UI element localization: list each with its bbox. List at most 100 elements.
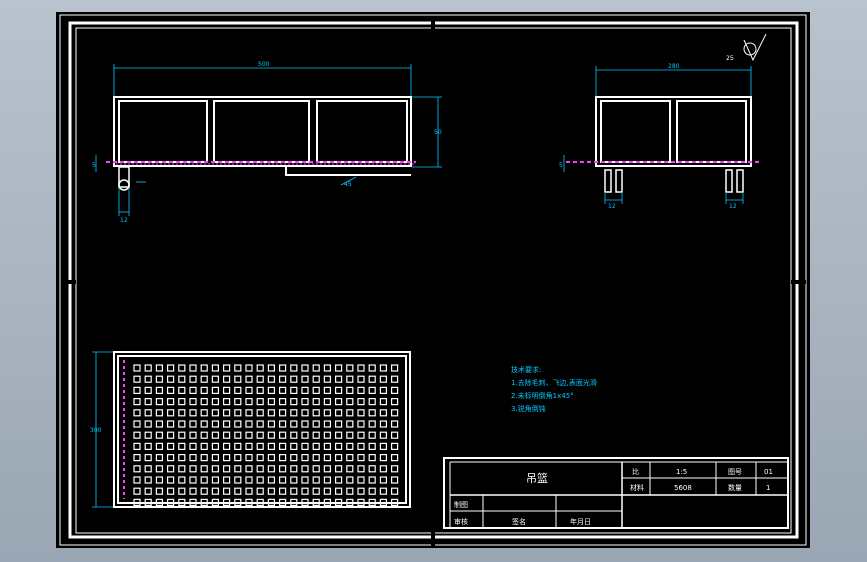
grid-hole bbox=[211, 398, 219, 406]
grid-hole bbox=[256, 398, 264, 406]
grid-hole bbox=[357, 498, 365, 506]
grid-hole bbox=[368, 375, 376, 383]
grid-hole bbox=[245, 364, 253, 372]
grid-hole bbox=[357, 487, 365, 495]
grid-hole bbox=[379, 420, 387, 428]
front-view: 500 50 5 12 45 bbox=[92, 61, 442, 224]
grid-hole bbox=[245, 465, 253, 473]
grid-hole bbox=[312, 431, 320, 439]
grid-hole bbox=[346, 487, 354, 495]
grid-hole bbox=[379, 476, 387, 484]
grid-hole bbox=[267, 465, 275, 473]
grid-hole bbox=[346, 498, 354, 506]
grid-hole bbox=[312, 364, 320, 372]
grid-hole bbox=[166, 386, 175, 394]
grid-hole bbox=[301, 454, 309, 462]
grid-hole bbox=[335, 409, 343, 417]
notes-line-1: 1.去除毛刺、飞边,表面光滑 bbox=[511, 378, 597, 387]
grid-hole bbox=[200, 375, 208, 383]
grid-hole bbox=[335, 386, 343, 394]
grid-hole bbox=[166, 454, 175, 462]
grid-hole bbox=[335, 465, 343, 473]
grid-hole bbox=[133, 498, 141, 506]
grid-hole bbox=[267, 487, 275, 495]
grid-hole bbox=[155, 398, 164, 406]
grid-hole bbox=[166, 487, 175, 495]
grid-hole bbox=[357, 454, 365, 462]
grid-hole bbox=[391, 487, 399, 495]
grid-hole bbox=[391, 431, 399, 439]
grid-hole bbox=[189, 454, 197, 462]
grid-hole bbox=[189, 420, 197, 428]
grid-hole bbox=[189, 364, 197, 372]
grid-hole bbox=[223, 420, 231, 428]
grid-hole bbox=[279, 476, 287, 484]
grid-hole bbox=[346, 375, 354, 383]
grid-hole bbox=[379, 465, 387, 473]
title-block: 吊篮 比 1:5 图号 01 材料 5608 数量 1 制图 审核 签名 年月日 bbox=[443, 457, 789, 529]
grid-hole bbox=[155, 364, 164, 372]
technical-notes: 技术要求: 1.去除毛刺、飞边,表面光滑 2.未标明倒角1x45° 3.锐角倒钝 bbox=[511, 365, 597, 413]
grid-hole bbox=[223, 431, 231, 439]
grid-hole bbox=[144, 409, 152, 417]
grid-hole bbox=[290, 364, 298, 372]
grid-hole bbox=[256, 476, 264, 484]
grid-hole bbox=[312, 487, 320, 495]
grid-hole bbox=[279, 398, 287, 406]
grid-hole bbox=[144, 442, 152, 450]
grid-hole bbox=[189, 465, 197, 473]
side-width-dim: 280 bbox=[668, 63, 680, 70]
grid-hole bbox=[301, 465, 309, 473]
grid-hole bbox=[379, 398, 387, 406]
grid-hole bbox=[223, 386, 231, 394]
grid-hole bbox=[223, 375, 231, 383]
grid-hole bbox=[346, 386, 354, 394]
grid-hole bbox=[368, 398, 376, 406]
grid-hole bbox=[178, 431, 186, 439]
grid-hole bbox=[312, 454, 320, 462]
grid-hole bbox=[323, 476, 331, 484]
grid-hole bbox=[223, 476, 231, 484]
grid-hole bbox=[335, 476, 343, 484]
grid-hole bbox=[133, 409, 141, 417]
grid-hole bbox=[178, 398, 186, 406]
grid-hole bbox=[133, 476, 141, 484]
grid-hole bbox=[223, 454, 231, 462]
front-small-dim: 5 bbox=[92, 162, 96, 169]
grid-hole bbox=[223, 487, 231, 495]
grid-hole bbox=[290, 398, 298, 406]
grid-hole bbox=[379, 409, 387, 417]
grid-hole bbox=[144, 398, 152, 406]
grid-hole bbox=[312, 498, 320, 506]
grid-hole bbox=[178, 498, 186, 506]
grid-hole bbox=[211, 487, 219, 495]
grid-hole bbox=[267, 409, 275, 417]
grid-hole bbox=[391, 465, 399, 473]
grid-hole bbox=[234, 487, 242, 495]
grid-hole bbox=[323, 487, 331, 495]
grid-hole bbox=[200, 487, 208, 495]
grid-hole bbox=[166, 398, 175, 406]
grid-hole bbox=[144, 465, 152, 473]
grid-hole bbox=[368, 498, 376, 506]
grid-hole bbox=[144, 498, 152, 506]
grid-hole bbox=[211, 498, 219, 506]
grid-hole bbox=[267, 454, 275, 462]
grid-hole bbox=[368, 487, 376, 495]
grid-hole bbox=[290, 487, 298, 495]
grid-hole bbox=[391, 375, 399, 383]
grid-hole bbox=[178, 375, 186, 383]
grid-hole bbox=[200, 409, 208, 417]
grid-hole bbox=[211, 454, 219, 462]
grid-hole bbox=[357, 465, 365, 473]
grid-hole bbox=[323, 375, 331, 383]
grid-hole bbox=[166, 409, 175, 417]
grid-hole bbox=[200, 431, 208, 439]
material-value: 5608 bbox=[674, 484, 692, 492]
grid-hole bbox=[155, 487, 164, 495]
grid-hole bbox=[223, 398, 231, 406]
grid-hole bbox=[368, 409, 376, 417]
grid-hole bbox=[166, 465, 175, 473]
grid-hole bbox=[368, 442, 376, 450]
material-label: 材料 bbox=[630, 483, 644, 492]
